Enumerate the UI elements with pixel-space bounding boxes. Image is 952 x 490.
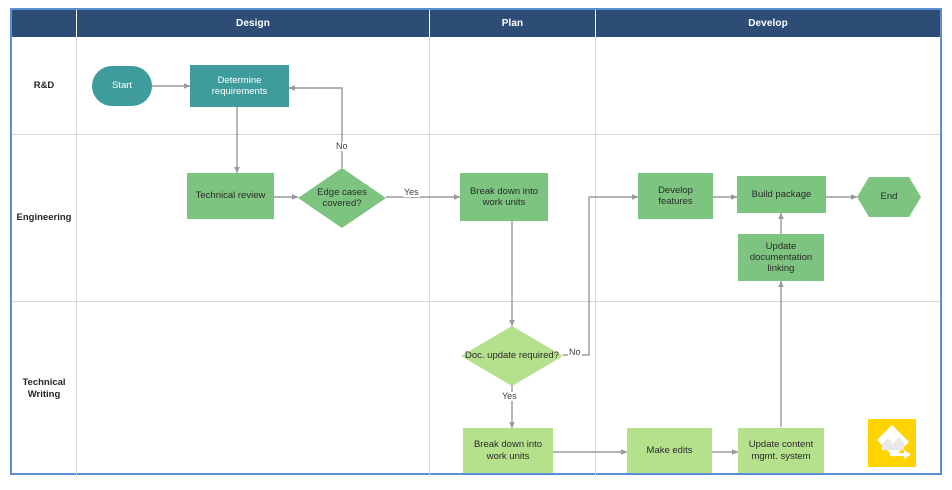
smartdraw-logo-icon	[877, 425, 911, 459]
edge-label-yes-doc-update: Yes	[501, 391, 518, 401]
node-develop-features-label: Develop features	[658, 184, 693, 207]
edge-doc-update-no-to-develop-features	[563, 194, 639, 356]
node-make-edits-label: Make edits	[646, 444, 693, 456]
lane-label-rnd-text: R&D	[33, 79, 55, 91]
grid-vline-design-plan	[429, 37, 430, 477]
grid-vline-plan-develop	[595, 37, 596, 477]
lane-label-technical-writing: Technical Writing	[12, 301, 76, 477]
diagram-frame: Design Plan Develop R&D Engineering Tech…	[10, 8, 942, 477]
edge-edge-cases-no-to-determine	[288, 85, 343, 168]
node-build-package-label: Build package	[751, 188, 812, 200]
node-develop-features[interactable]: Develop features	[638, 173, 713, 219]
grid-hline-engineering-techwriting	[12, 301, 940, 302]
node-break-down-into-work-units-tw[interactable]: Break down into work units	[463, 428, 553, 473]
grid-vline-lane-col	[76, 37, 77, 477]
node-update-content-mgmt-system-label: Update content mgmt. system	[748, 439, 814, 462]
node-update-content-mgmt-system[interactable]: Update content mgmt. system	[738, 428, 824, 473]
node-build-package[interactable]: Build package	[737, 176, 826, 213]
edge-label-no-edge-cases: No	[335, 141, 349, 151]
column-header-design[interactable]: Design	[76, 10, 429, 37]
lane-label-technical-writing-text: Technical Writing	[22, 377, 66, 400]
node-edge-cases-covered[interactable]	[298, 168, 386, 228]
lane-label-engineering: Engineering	[12, 134, 76, 301]
node-make-edits[interactable]: Make edits	[627, 428, 712, 473]
node-break-down-into-work-units-eng-label: Break down into work units	[469, 185, 539, 208]
node-technical-review-label: Technical review	[195, 190, 266, 202]
lane-label-engineering-text: Engineering	[16, 211, 72, 223]
node-end[interactable]	[857, 177, 921, 217]
node-start-label: Start	[111, 80, 133, 92]
smartdraw-logo[interactable]	[868, 419, 916, 467]
edge-label-yes-edge-cases: Yes	[403, 187, 420, 197]
lane-label-rnd: R&D	[12, 37, 76, 134]
node-determine-requirements[interactable]: Determine requirements	[190, 65, 289, 107]
edge-label-no-doc-update: No	[568, 347, 582, 357]
grid-hline-rnd-engineering	[12, 134, 940, 135]
node-start[interactable]: Start	[92, 66, 152, 106]
node-technical-review[interactable]: Technical review	[187, 173, 274, 219]
column-header-plan[interactable]: Plan	[429, 10, 595, 37]
node-update-documentation-linking[interactable]: Update documentation linking	[738, 234, 824, 281]
column-header-lane-blank	[12, 10, 76, 37]
node-break-down-into-work-units-tw-label: Break down into work units	[473, 439, 543, 462]
node-doc-update-required[interactable]	[461, 326, 563, 386]
node-determine-requirements-label: Determine requirements	[211, 74, 268, 97]
column-header-develop[interactable]: Develop	[595, 10, 940, 37]
node-update-documentation-linking-label: Update documentation linking	[749, 240, 813, 275]
node-break-down-into-work-units-eng[interactable]: Break down into work units	[460, 173, 548, 221]
